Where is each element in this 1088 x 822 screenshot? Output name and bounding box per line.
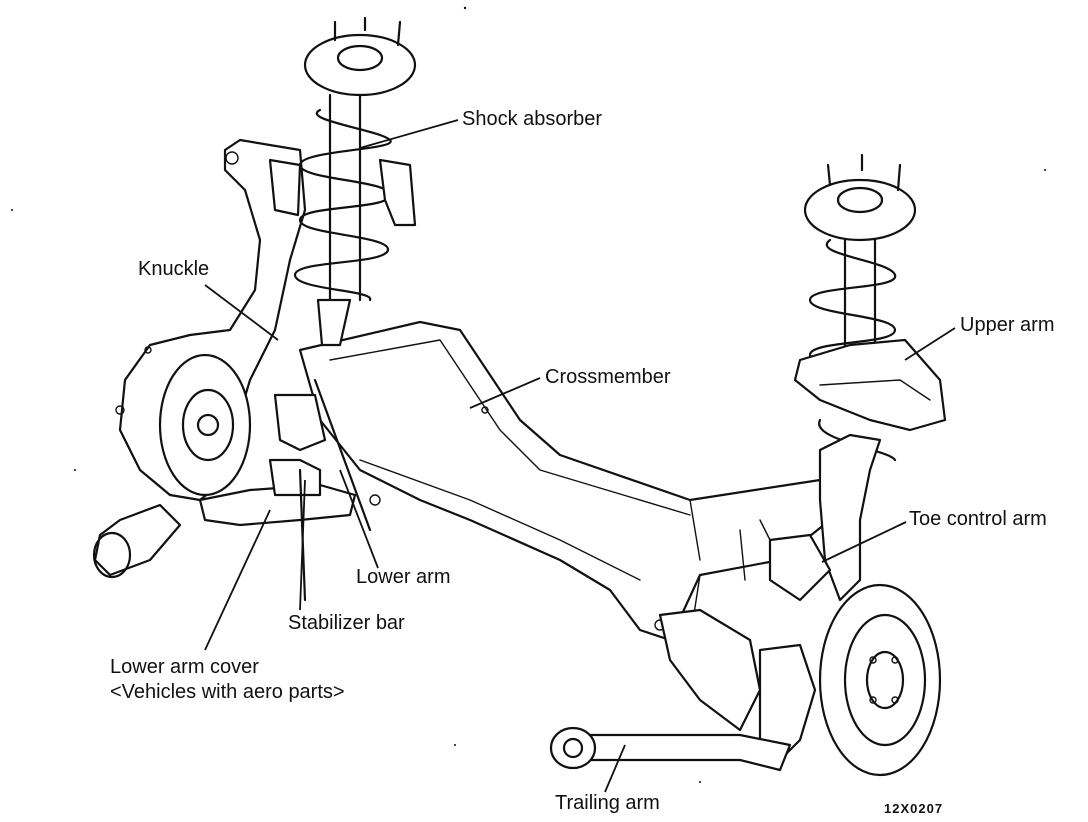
leader-knuckle xyxy=(204,284,279,341)
leader-lower-arm-cover xyxy=(204,509,271,651)
leader-trailing-arm xyxy=(604,744,626,793)
leader-stabilizer-bar xyxy=(299,479,306,611)
right-toe-arm-drawing xyxy=(758,433,942,777)
figure-code: 12X0207 xyxy=(884,801,944,816)
label-shock-absorber: Shock absorber xyxy=(462,108,603,130)
label-trailing-arm: Trailing arm xyxy=(555,792,660,814)
left-knuckle-drawing xyxy=(115,138,307,502)
label-lower-arm-cover-note: <Vehicles with aero parts> xyxy=(110,681,345,703)
leader-lower-arm xyxy=(339,469,379,569)
left-shock-drawing xyxy=(268,16,417,347)
leader-shock-absorber xyxy=(359,119,459,149)
trailing-arm-drawing xyxy=(549,608,792,772)
label-knuckle: Knuckle xyxy=(138,258,210,280)
leader-upper-arm xyxy=(904,327,956,361)
label-toe-control-arm: Toe control arm xyxy=(909,508,1047,530)
left-lower-arm-drawing xyxy=(92,378,372,602)
label-upper-arm: Upper arm xyxy=(960,314,1055,336)
leader-crossmember xyxy=(469,377,541,409)
label-lower-arm-cover: Lower arm cover xyxy=(110,656,259,678)
scan-specks xyxy=(11,6,1046,783)
label-stabilizer-bar: Stabilizer bar xyxy=(288,612,405,634)
right-shock-drawing xyxy=(793,153,947,462)
leader-toe-control-arm xyxy=(821,521,907,563)
label-lower-arm: Lower arm xyxy=(356,566,451,588)
leader-lines xyxy=(204,119,956,793)
label-crossmember: Crossmember xyxy=(545,366,671,388)
